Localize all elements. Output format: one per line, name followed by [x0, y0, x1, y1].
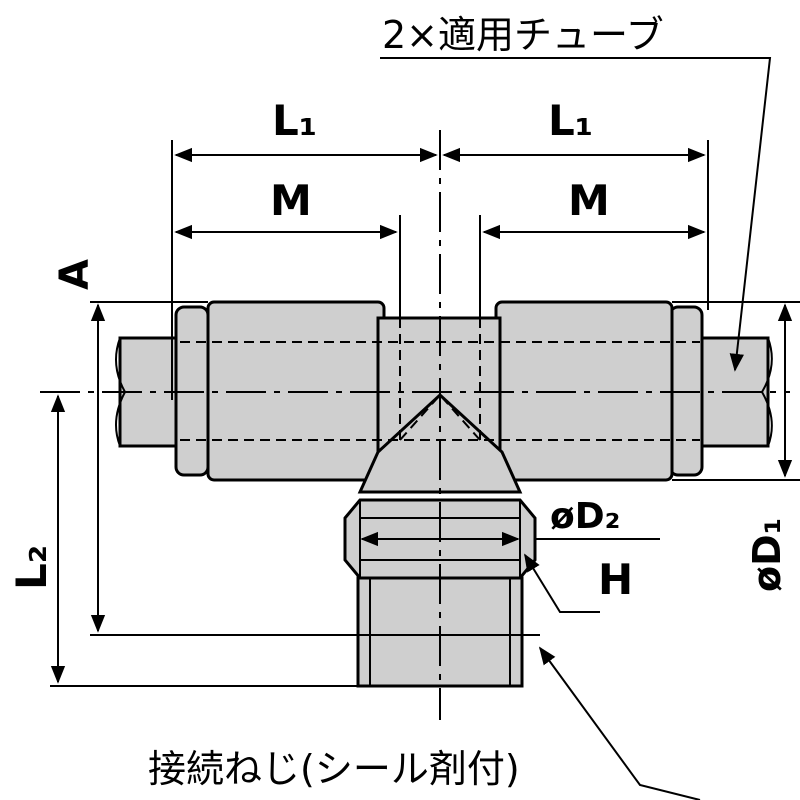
label-tube-note: 2×適用チューブ [382, 13, 664, 57]
label-l1-left: L₁ [272, 96, 317, 145]
label-m-left: M [270, 176, 312, 225]
label-m-right: M [568, 176, 610, 225]
label-thread-note: 接続ねじ(シール剤付) [148, 747, 520, 791]
label-l1-right: L₁ [548, 96, 593, 145]
label-a: A [52, 259, 98, 290]
label-h: H [598, 555, 633, 604]
dimension-arrows [50, 147, 793, 684]
label-l2: L₂ [7, 545, 56, 590]
label-d1: øD₁ [745, 518, 789, 592]
leader-lines [380, 57, 772, 800]
extension-lines [50, 140, 800, 687]
label-d2: øD₂ [550, 496, 620, 537]
